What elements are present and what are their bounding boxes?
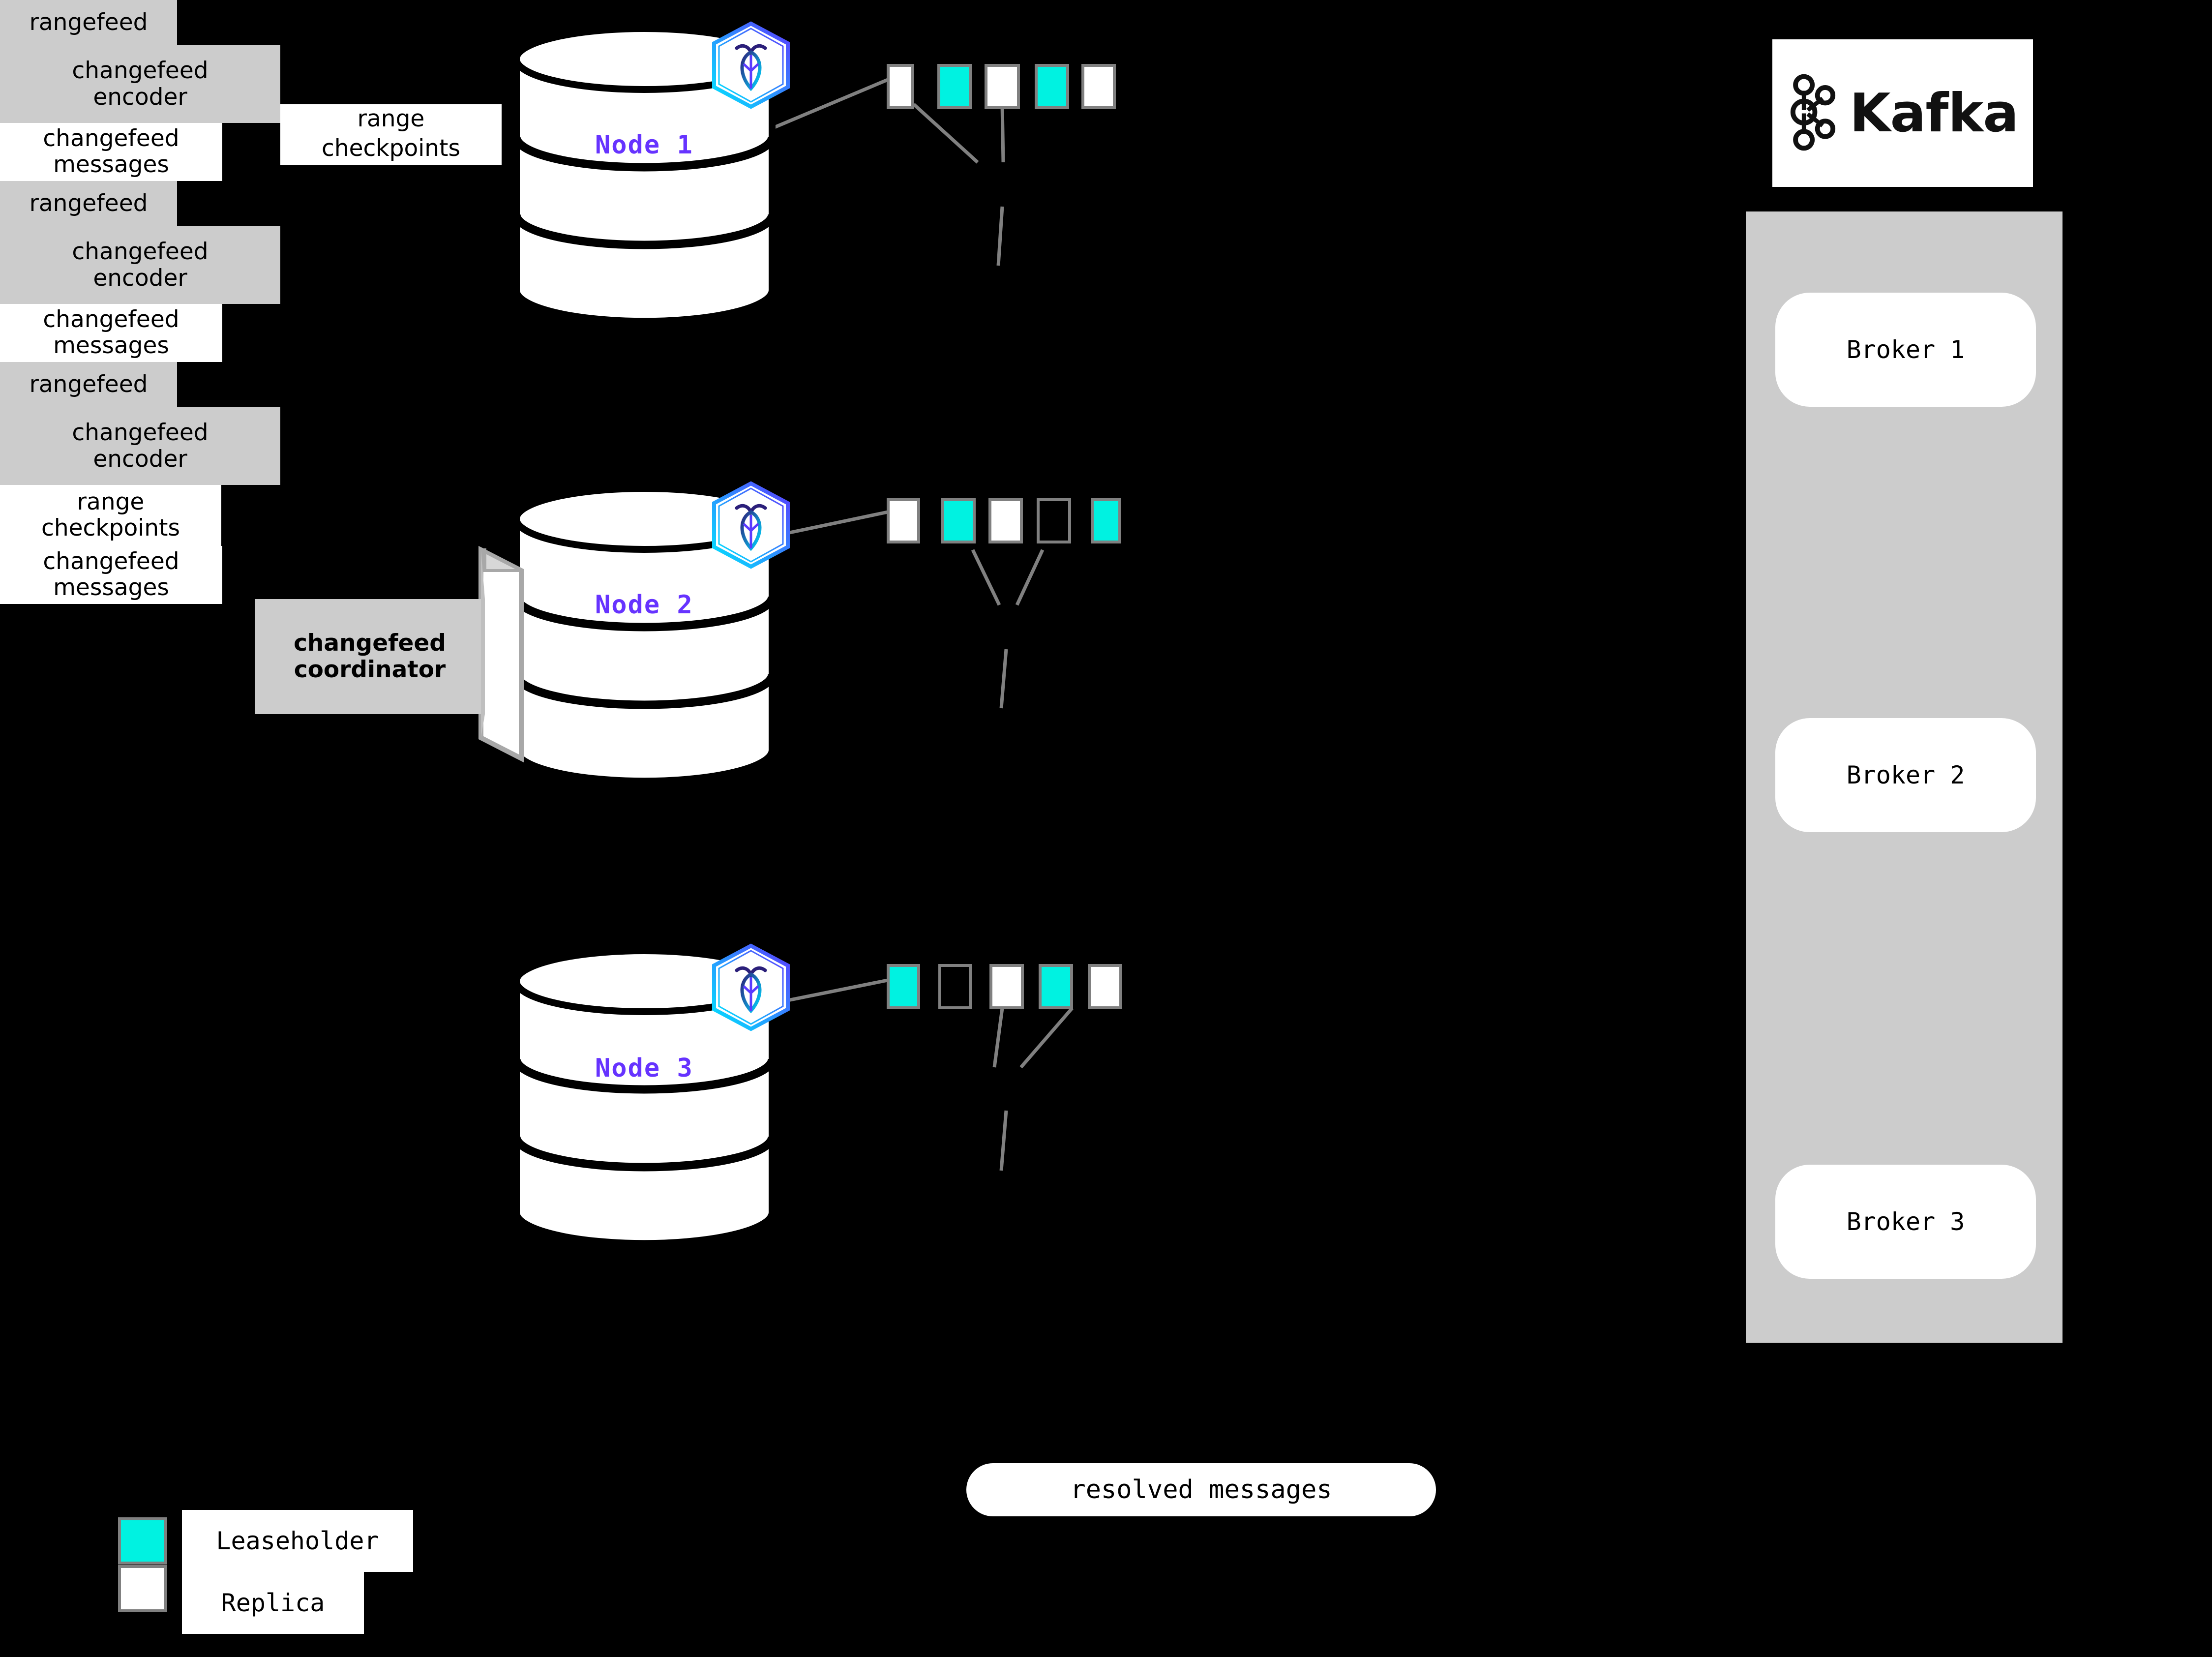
node-3-range-4[interactable] bbox=[1039, 964, 1073, 1009]
node-3-cylinder bbox=[511, 947, 777, 1247]
resolved-messages-oval: resolved messages bbox=[966, 1463, 1436, 1516]
coordinator-line-2: coordinator bbox=[294, 656, 446, 683]
node-2-changefeed-coordinator[interactable] bbox=[246, 541, 551, 767]
node-2-range-1[interactable] bbox=[887, 498, 920, 543]
messages-line-1: changefeed bbox=[43, 125, 179, 152]
legend-swatch-replica bbox=[118, 1565, 167, 1612]
node-1-range-checkpoints-label: range checkpoints bbox=[280, 104, 502, 165]
node-1-range-4[interactable] bbox=[1035, 64, 1069, 109]
kafka-nodes-icon bbox=[1787, 72, 1839, 155]
node-3-cockroachdb-hex-icon bbox=[709, 942, 793, 1033]
checkpoints-line-2: checkpoints bbox=[322, 135, 460, 162]
node-2-range-5[interactable] bbox=[1091, 498, 1121, 543]
encoder-line-2: encoder bbox=[93, 265, 187, 292]
kafka-logo: Kafka bbox=[1772, 39, 2033, 187]
encoder-line-1: changefeed bbox=[72, 238, 209, 265]
messages-line-1: changefeed bbox=[43, 306, 179, 333]
encoder-line-1: changefeed bbox=[72, 419, 209, 446]
coordinator-line-1: changefeed bbox=[294, 629, 446, 657]
broker-3[interactable]: Broker 3 bbox=[1775, 1165, 2036, 1279]
node-3-range-3[interactable] bbox=[989, 964, 1024, 1009]
node-2-coordinator-label: changefeed coordinator bbox=[255, 599, 485, 714]
checkpoints-line-1: range bbox=[77, 488, 145, 516]
node-1-rangefeed-box[interactable]: rangefeed bbox=[0, 0, 177, 45]
node-1-cockroachdb-hex-icon bbox=[709, 20, 793, 111]
node-1-range-1[interactable] bbox=[887, 64, 914, 109]
broker-2[interactable]: Broker 2 bbox=[1775, 718, 2036, 832]
node-2-range-2[interactable] bbox=[941, 498, 976, 543]
node-2-changefeed-messages-label: changefeed messages bbox=[0, 304, 222, 362]
checkpoints-line-1: range bbox=[357, 105, 425, 132]
node-1-range-5[interactable] bbox=[1081, 64, 1116, 109]
node-3-range-1[interactable] bbox=[887, 964, 920, 1009]
encoder-line-1: changefeed bbox=[72, 57, 209, 84]
node-3-changefeed-encoder-box[interactable]: changefeed encoder bbox=[0, 407, 280, 485]
node-1-cylinder bbox=[511, 25, 777, 325]
checkpoints-line-2: checkpoints bbox=[41, 514, 180, 542]
messages-line-1: changefeed bbox=[43, 548, 179, 575]
node-1-range-3[interactable] bbox=[985, 64, 1020, 109]
node-3-changefeed-messages-label: changefeed messages bbox=[0, 546, 222, 604]
node-2-label: Node 2 bbox=[595, 590, 693, 620]
broker-1[interactable]: Broker 1 bbox=[1775, 293, 2036, 407]
node-2-changefeed-encoder-box[interactable]: changefeed encoder bbox=[0, 226, 280, 304]
encoder-line-2: encoder bbox=[93, 446, 187, 473]
messages-line-2: messages bbox=[53, 151, 169, 178]
legend-label-leaseholder: Leaseholder bbox=[182, 1510, 413, 1572]
node-2-range-4[interactable] bbox=[1037, 498, 1071, 543]
node-2-range-3[interactable] bbox=[988, 498, 1023, 543]
node-1-changefeed-encoder-box[interactable]: changefeed encoder bbox=[0, 45, 280, 123]
node-3-rangefeed-box[interactable]: rangefeed bbox=[0, 362, 177, 407]
node-1-label: Node 1 bbox=[595, 130, 693, 160]
node-3-range-2[interactable] bbox=[938, 964, 972, 1009]
messages-line-2: messages bbox=[53, 574, 169, 601]
encoder-line-2: encoder bbox=[93, 84, 187, 111]
legend-swatch-leaseholder bbox=[118, 1517, 167, 1565]
node-2-cockroachdb-hex-icon bbox=[709, 480, 793, 571]
node-3-range-5[interactable] bbox=[1088, 964, 1122, 1009]
node-1-changefeed-messages-label: changefeed messages bbox=[0, 123, 222, 181]
node-2-rangefeed-box[interactable]: rangefeed bbox=[0, 181, 177, 226]
node-3-range-checkpoints-label: range checkpoints bbox=[0, 485, 221, 546]
messages-line-2: messages bbox=[53, 332, 169, 359]
node-1-range-2[interactable] bbox=[937, 64, 972, 109]
legend-label-replica: Replica bbox=[182, 1572, 364, 1634]
kafka-wordmark: Kafka bbox=[1849, 82, 2019, 144]
node-3-label: Node 3 bbox=[595, 1054, 693, 1083]
